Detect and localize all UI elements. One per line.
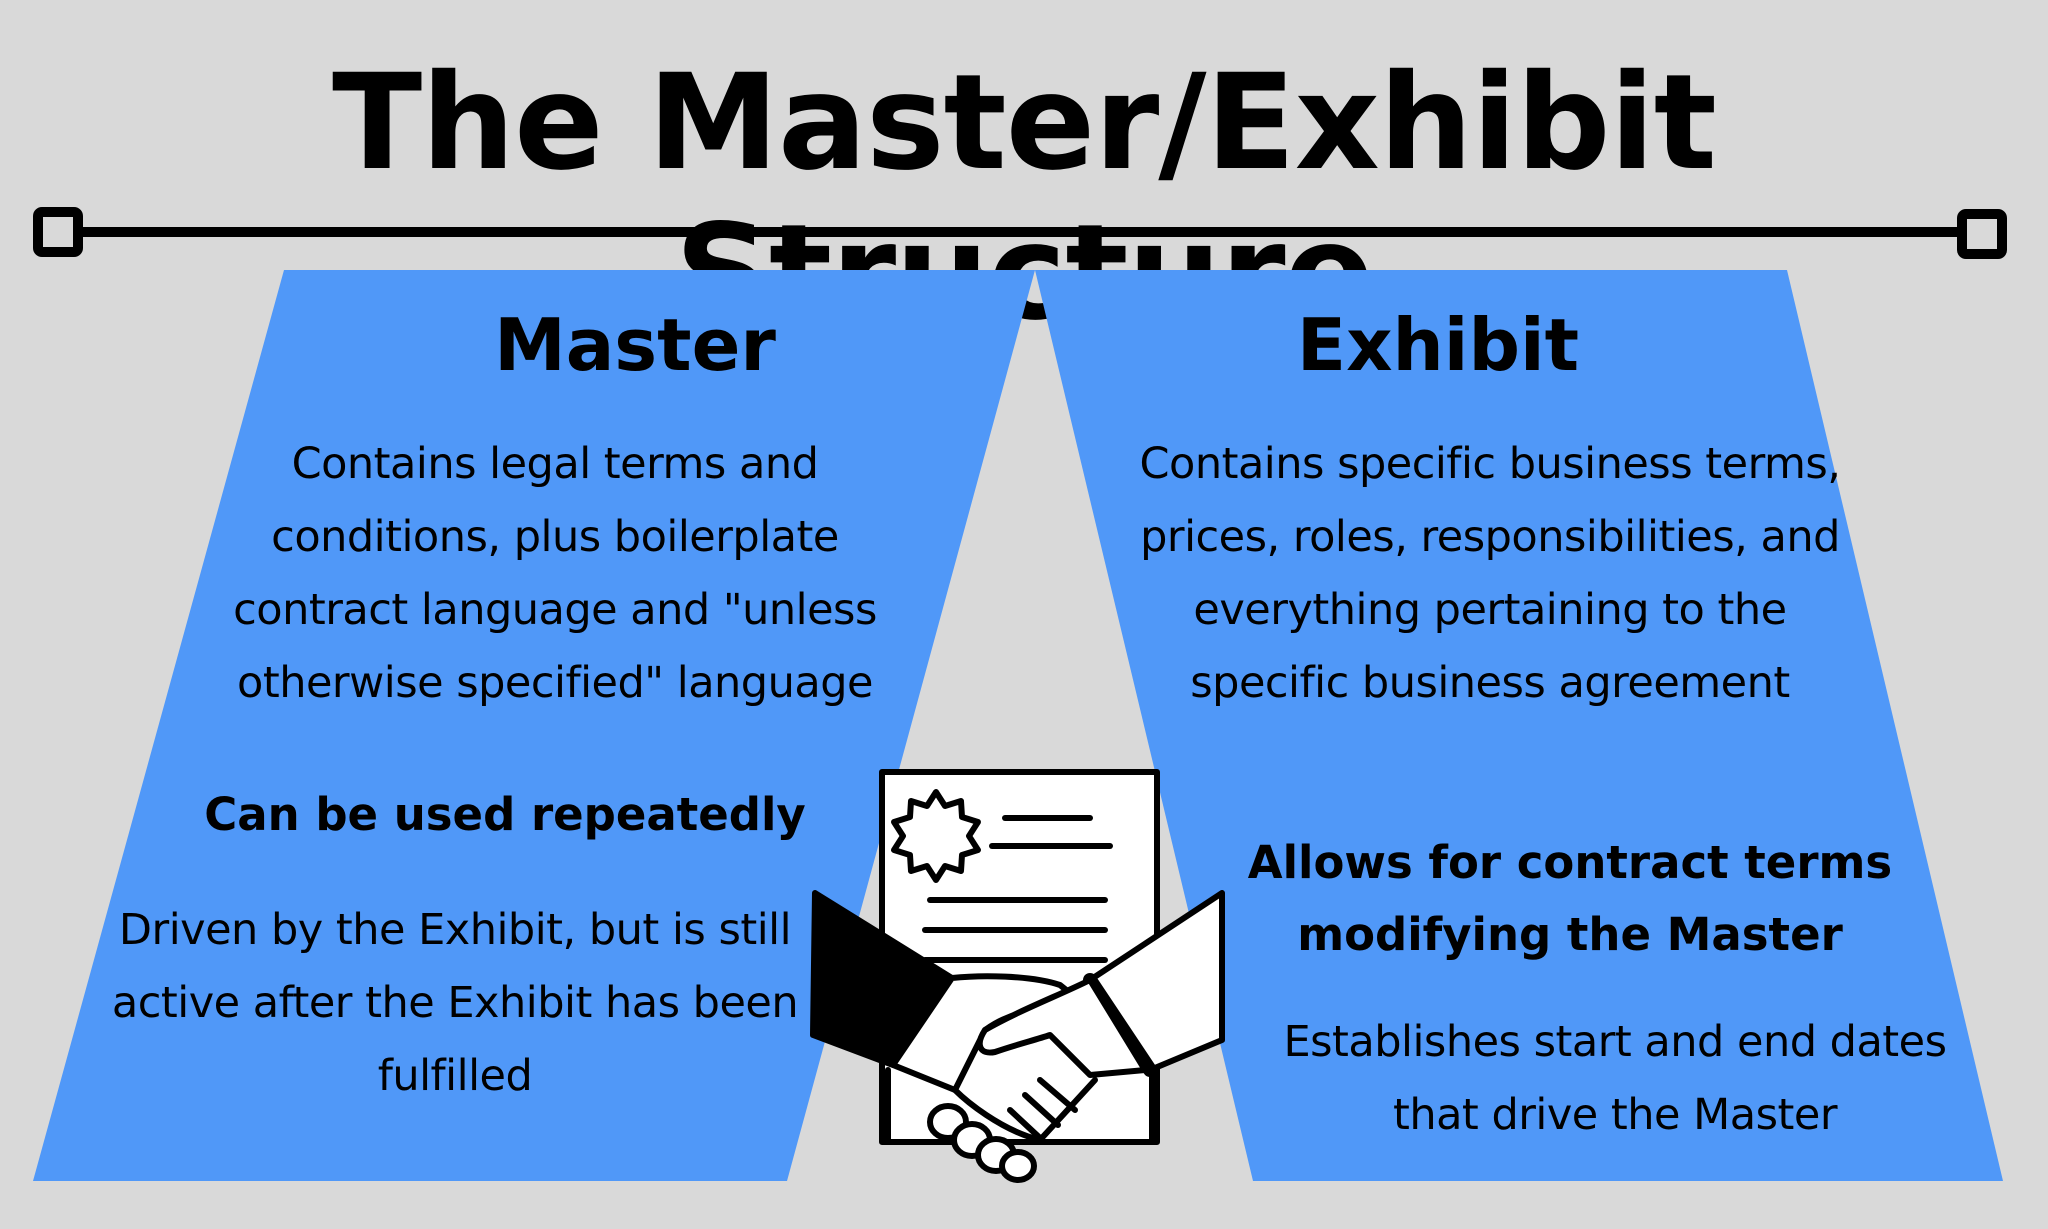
handshake-contract-icon [810, 769, 1225, 1183]
master-panel [33, 270, 1035, 1181]
master-highlight: Can be used repeatedly [204, 788, 806, 841]
exhibit-description: Contains specific business terms, prices… [1139, 439, 1841, 708]
master-description: Contains legal terms and conditions, plu… [233, 439, 877, 708]
master-heading: Master [494, 303, 776, 387]
exhibit-panel [1035, 270, 2003, 1181]
exhibit-note: Establishes start and end dates that dri… [1283, 1017, 1947, 1140]
master-note: Driven by the Exhibit, but is still acti… [111, 905, 799, 1101]
exhibit-highlight: Allows for contract terms modifying the … [1247, 836, 1893, 961]
exhibit-heading: Exhibit [1296, 303, 1580, 387]
title-divider [33, 207, 2007, 259]
